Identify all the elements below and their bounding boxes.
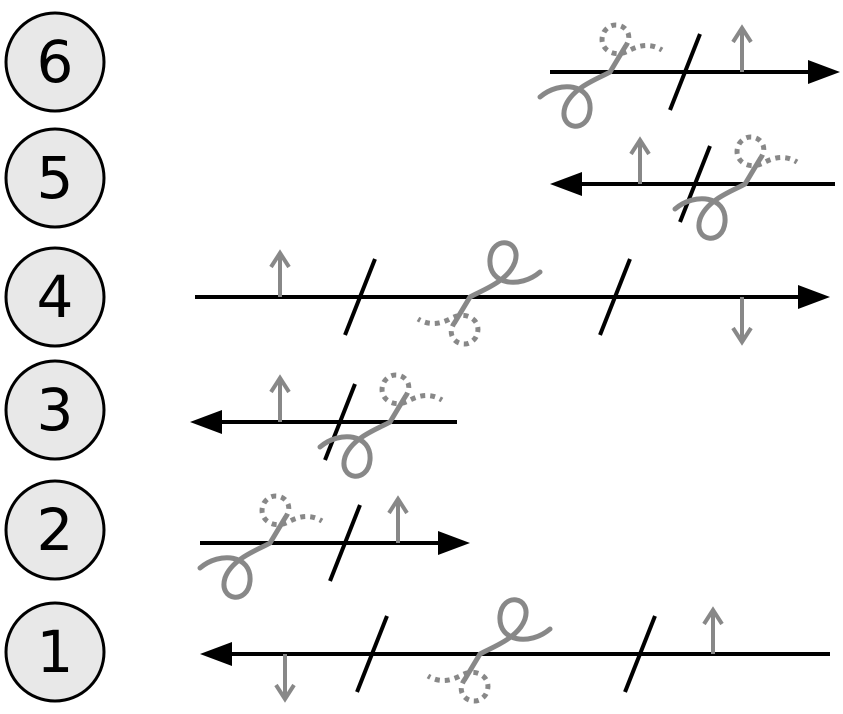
loop-strand-icon (428, 600, 550, 701)
arrowhead-right-icon (808, 60, 840, 84)
row-circle-4 (4, 246, 106, 348)
row-number-1: 1 (36, 618, 74, 686)
row-circle-6 (4, 11, 106, 113)
row-number-4: 4 (36, 263, 74, 331)
down-arrow-head-icon (274, 683, 296, 703)
arrowhead-left-icon (550, 172, 582, 196)
loop-strand-icon (200, 496, 322, 597)
loop-strand-icon (540, 25, 662, 126)
break-slash (328, 504, 362, 582)
break-slash (343, 258, 377, 336)
up-arrow-head-icon (269, 374, 291, 394)
break-slash (323, 383, 357, 461)
up-arrow-head-icon (702, 606, 724, 626)
up-arrow-head-icon (387, 495, 409, 515)
arrowhead-left-icon (190, 410, 222, 434)
up-arrow-head-icon (731, 24, 753, 44)
row-circle-3 (4, 359, 106, 461)
row-number-3: 3 (36, 376, 74, 444)
break-slash (623, 615, 657, 693)
arrowhead-right-icon (438, 531, 470, 555)
row-number-5: 5 (36, 144, 74, 212)
up-arrow-head-icon (269, 249, 291, 269)
break-slash (598, 258, 632, 336)
row-circle-1 (4, 601, 106, 703)
down-arrow-head-icon (731, 326, 753, 346)
break-slash (355, 615, 389, 693)
arrowhead-left-icon (200, 642, 232, 666)
row-circle-2 (4, 479, 106, 581)
loop-strand-icon (418, 243, 540, 344)
row-number-6: 6 (36, 28, 74, 96)
break-slash (668, 33, 702, 111)
row-number-2: 2 (36, 496, 74, 564)
break-slash (678, 145, 712, 223)
up-arrow-head-icon (629, 136, 651, 156)
arrowhead-right-icon (798, 285, 830, 309)
row-circle-5 (4, 127, 106, 229)
